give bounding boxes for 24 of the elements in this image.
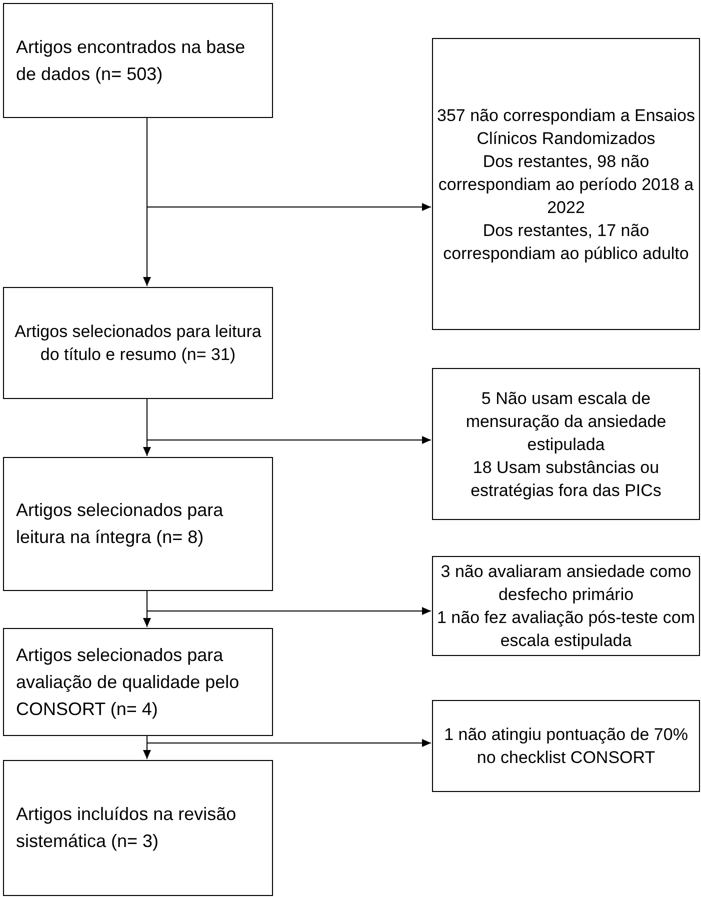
process-box — [3, 457, 273, 591]
box-text: 357 não correspondiam a Ensaios Clínicos Randomizados — [437, 104, 695, 150]
box-text: 1 não atingiu pontuação de 70% no checklist CONSORT — [443, 724, 689, 769]
exclusion-box — [432, 556, 700, 656]
box-text: Artigos selecionados para leitura na íntegra (n= 8) — [16, 499, 224, 549]
box-text: 18 Usam substâncias ou estratégias fora das PICs — [470, 456, 662, 502]
box-text: Artigos selecionados para leitura do título e resumo (n= 31) — [14, 321, 262, 366]
process-box — [3, 760, 273, 896]
process-box — [3, 628, 273, 736]
process-box — [3, 3, 273, 118]
exclusion-box — [3, 287, 273, 399]
box-text: Dos restantes, 98 não correspondiam ao período 2018 a 2022 — [437, 150, 695, 218]
arrow — [146, 398, 432, 444]
box-text: 3 não avaliaram ansiedade como desfecho primário — [440, 561, 692, 606]
box-text: Artigos encontrados na base de dados (n= 503) — [16, 36, 246, 86]
exclusion-box — [432, 368, 700, 520]
box-text: Artigos selecionados para avaliação de qualidade pelo CONSORT (n= 4) — [16, 644, 240, 721]
exclusion-box — [432, 700, 700, 792]
box-text: Dos restantes, 17 não correspondiam ao público adulto — [442, 220, 690, 264]
arrow — [146, 590, 432, 615]
box-text: 1 não fez avaliação pós-teste com escala estipulada — [437, 607, 695, 652]
exclusion-box — [432, 38, 700, 330]
box-text: Artigos incluídos na revisão sistemática (n= 3) — [16, 803, 238, 853]
box-text: 5 Não usam escala de mensuração da ansiedade estipulada — [464, 388, 668, 456]
